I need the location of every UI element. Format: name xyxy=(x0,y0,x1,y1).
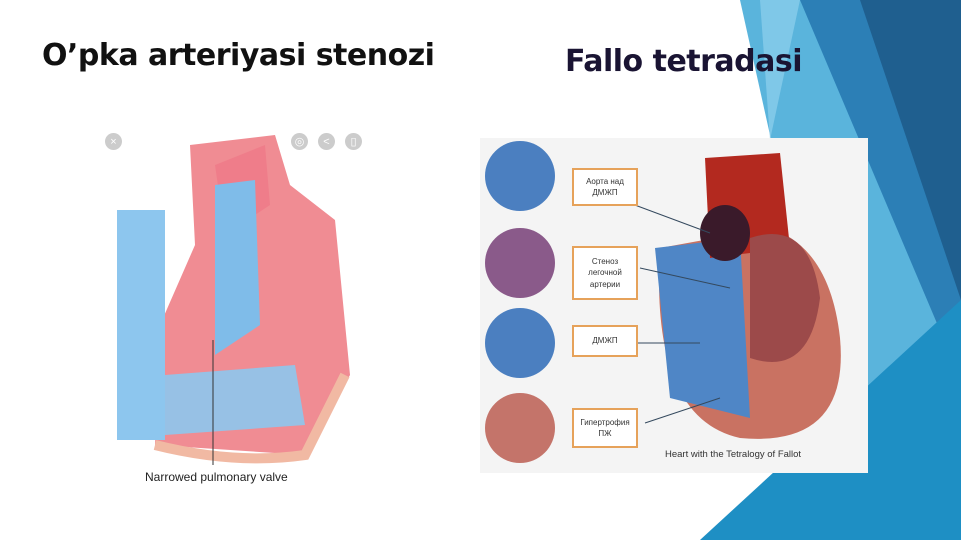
label-vsd: ДМЖП xyxy=(572,325,638,357)
right-slide-title: Fallo tetradasi xyxy=(565,44,803,79)
label-overriding-aorta: Аорта над ДМЖП xyxy=(572,168,638,206)
share-icon[interactable]: < xyxy=(318,133,335,150)
right-figure-caption: Heart with the Tetralogy of Fallot xyxy=(665,449,802,460)
left-figure-caption: Narrowed pulmonary valve xyxy=(145,470,288,484)
heart-diagram xyxy=(117,135,350,465)
label-rv-hypertrophy: Гипертрофия ПЖ xyxy=(572,408,638,448)
pulmonary-stenosis-illustration: × ◎ < ▯ Narrowed pulmonary valve xyxy=(95,125,380,487)
tetralogy-of-fallot-illustration: Аорта над ДМЖП Стеноз легочной артерии Д… xyxy=(480,138,868,473)
lens-icon[interactable]: ◎ xyxy=(291,133,308,150)
bookmark-icon[interactable]: ▯ xyxy=(345,133,362,150)
label-pulmonary-stenosis: Стеноз легочной артерии xyxy=(572,246,638,300)
heart-diagram xyxy=(485,141,841,463)
close-icon[interactable]: × xyxy=(105,133,122,150)
left-slide-title: O’pka arteriyasi stenozi xyxy=(42,38,435,73)
